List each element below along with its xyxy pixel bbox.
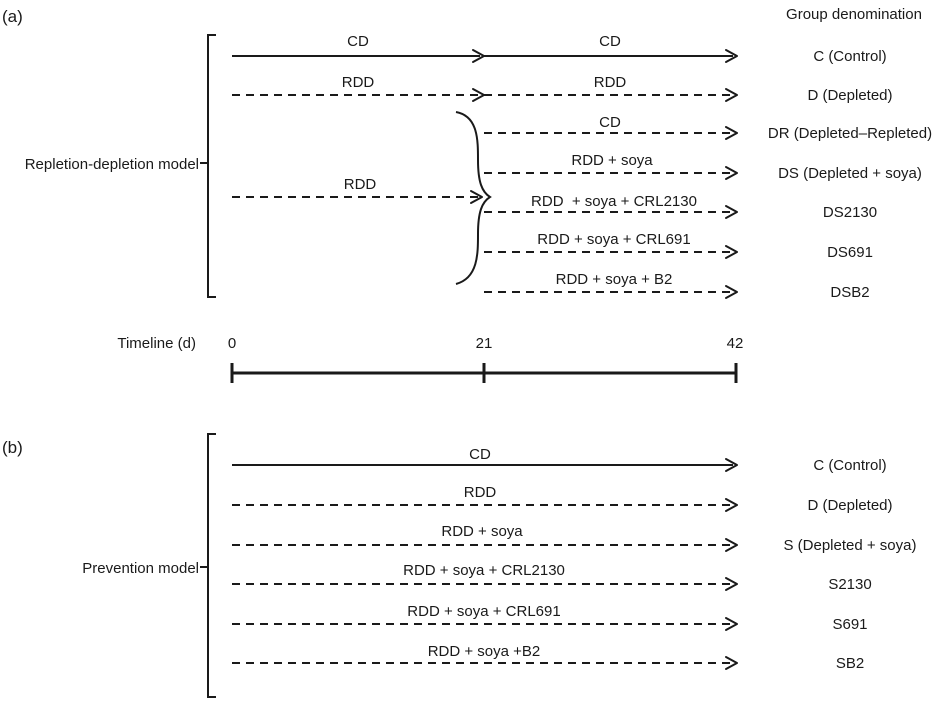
row-b5-label: RDD + soya + CRL691	[407, 603, 560, 620]
row-a3-seg2-label: CD	[599, 114, 621, 131]
row-a5-arrowhead	[725, 205, 738, 219]
row-a6-seg2-label: RDD + soya + CRL691	[537, 231, 690, 248]
row-b6-arrowhead	[725, 656, 738, 670]
panel-a-model-label: Repletion-depletion model	[25, 156, 199, 173]
row-a2-seg1-label: RDD	[342, 74, 375, 91]
group-denomination-header: Group denomination	[786, 6, 922, 23]
timeline-tick-0: 0	[228, 335, 236, 352]
row-b1-group: C (Control)	[813, 457, 886, 474]
shared-rdd-label: RDD	[344, 176, 377, 193]
row-a1-seg2-label: CD	[599, 33, 621, 50]
row-a4-arrowhead	[725, 166, 738, 180]
row-b3-group: S (Depleted + soya)	[784, 537, 917, 554]
row-b2-group: D (Depleted)	[807, 497, 892, 514]
panel-b-model-label: Prevention model	[82, 560, 199, 577]
curly-brace	[455, 111, 492, 285]
row-b4-arrowhead	[725, 577, 738, 591]
row-b4-group: S2130	[828, 576, 871, 593]
timeline-tick-21: 21	[476, 335, 493, 352]
row-a4-seg2-label: RDD + soya	[571, 152, 653, 169]
row-a1-group: C (Control)	[813, 48, 886, 65]
row-a7-arrowhead	[725, 285, 738, 299]
shared-rdd-arrowhead	[470, 190, 483, 204]
row-b2-label: RDD	[464, 484, 497, 501]
row-a6-arrowhead	[725, 245, 738, 259]
row-a2-arrowhead-2	[725, 88, 738, 102]
panel-b-bracket	[207, 433, 216, 698]
row-b5-group: S691	[832, 616, 867, 633]
row-b3-label: RDD + soya	[441, 523, 523, 540]
row-a3-arrowhead	[725, 126, 738, 140]
row-a7-group: DSB2	[830, 284, 869, 301]
timeline-label: Timeline (d)	[117, 335, 196, 352]
row-a5-group: DS2130	[823, 204, 877, 221]
row-a2-group: D (Depleted)	[807, 87, 892, 104]
row-a3-group: DR (Depleted–Repleted)	[768, 125, 932, 142]
row-b1-arrowhead	[725, 458, 738, 472]
row-a2-seg2-label: RDD	[594, 74, 627, 91]
timeline-tick-42: 42	[727, 335, 744, 352]
row-b5-arrowhead	[725, 617, 738, 631]
row-b1-label: CD	[469, 446, 491, 463]
row-a1-arrowhead-2	[725, 49, 738, 63]
row-b6-group: SB2	[836, 655, 864, 672]
row-b4-label: RDD + soya + CRL2130	[403, 562, 565, 579]
row-a1-seg1-label: CD	[347, 33, 369, 50]
row-b3-arrowhead	[725, 538, 738, 552]
row-b6-label: RDD + soya +B2	[428, 643, 541, 660]
panel-b-label: (b)	[2, 438, 23, 457]
row-a4-group: DS (Depleted + soya)	[778, 165, 922, 182]
row-a5-seg2-label: RDD + soya + CRL2130	[531, 193, 697, 210]
panel-a-bracket	[207, 34, 216, 298]
row-a7-seg2-label: RDD + soya + B2	[556, 271, 673, 288]
row-a6-group: DS691	[827, 244, 873, 261]
row-b2-arrowhead	[725, 498, 738, 512]
panel-a-label: (a)	[2, 7, 23, 26]
